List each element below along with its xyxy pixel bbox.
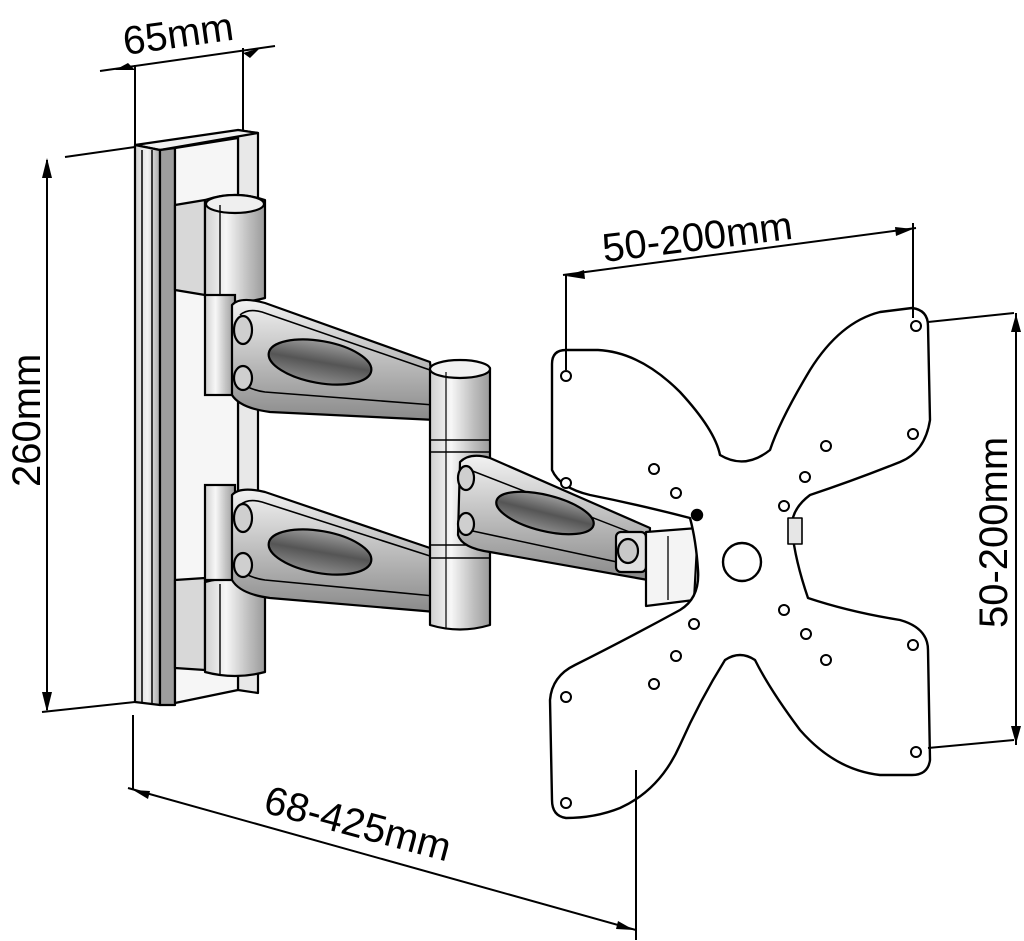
dim-label-height: 260mm [5,354,49,487]
upper-wall-hinge [173,193,267,304]
inner-posts [203,293,237,582]
dim-label-plate-height: 50-200mm [972,437,1016,628]
dim-label-plate-width: 50-200mm [600,204,795,271]
center-hole [721,541,763,583]
outer-arm [456,454,672,601]
dim-label-top-width: 65mm [120,5,236,64]
upper-arm [230,298,438,422]
dim-label-extension: 68-425mm [260,778,456,870]
tilt-bracket [644,526,700,608]
lower-arm [230,488,438,614]
dimension-arrows [42,48,1021,930]
mounting-holes [560,320,922,809]
vesa-plate [548,306,932,820]
dimension-lines [41,45,1017,940]
